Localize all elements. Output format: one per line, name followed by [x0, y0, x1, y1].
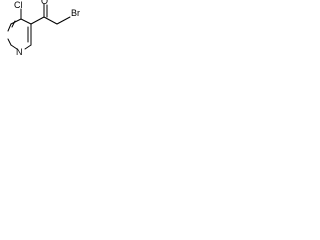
bond-ch2-br: [56, 16, 71, 25]
chlorine-label: Cl: [14, 0, 23, 10]
molecule-diagram: N Cl O Br: [0, 0, 89, 66]
bond-c6-n: [24, 44, 32, 50]
bond-n-c2: [7, 38, 12, 46]
bond-n-c2-right: [10, 44, 18, 50]
ring-nitrogen-label: N: [16, 47, 23, 57]
molecule-structure: N Cl O Br: [0, 0, 89, 66]
bond-carbonyl-ch2: [43, 16, 58, 25]
bond-c2-c3: [7, 23, 12, 32]
bond-c4-c5: [20, 18, 32, 25]
bond-c3-c4: [10, 18, 22, 25]
carbonyl-oxygen-label: O: [41, 0, 48, 6]
pyridine-ring: [7, 18, 32, 50]
bond-ring-carbonyl: [30, 16, 45, 25]
ketone-group: [30, 3, 58, 25]
bromine-label: Br: [71, 8, 80, 18]
